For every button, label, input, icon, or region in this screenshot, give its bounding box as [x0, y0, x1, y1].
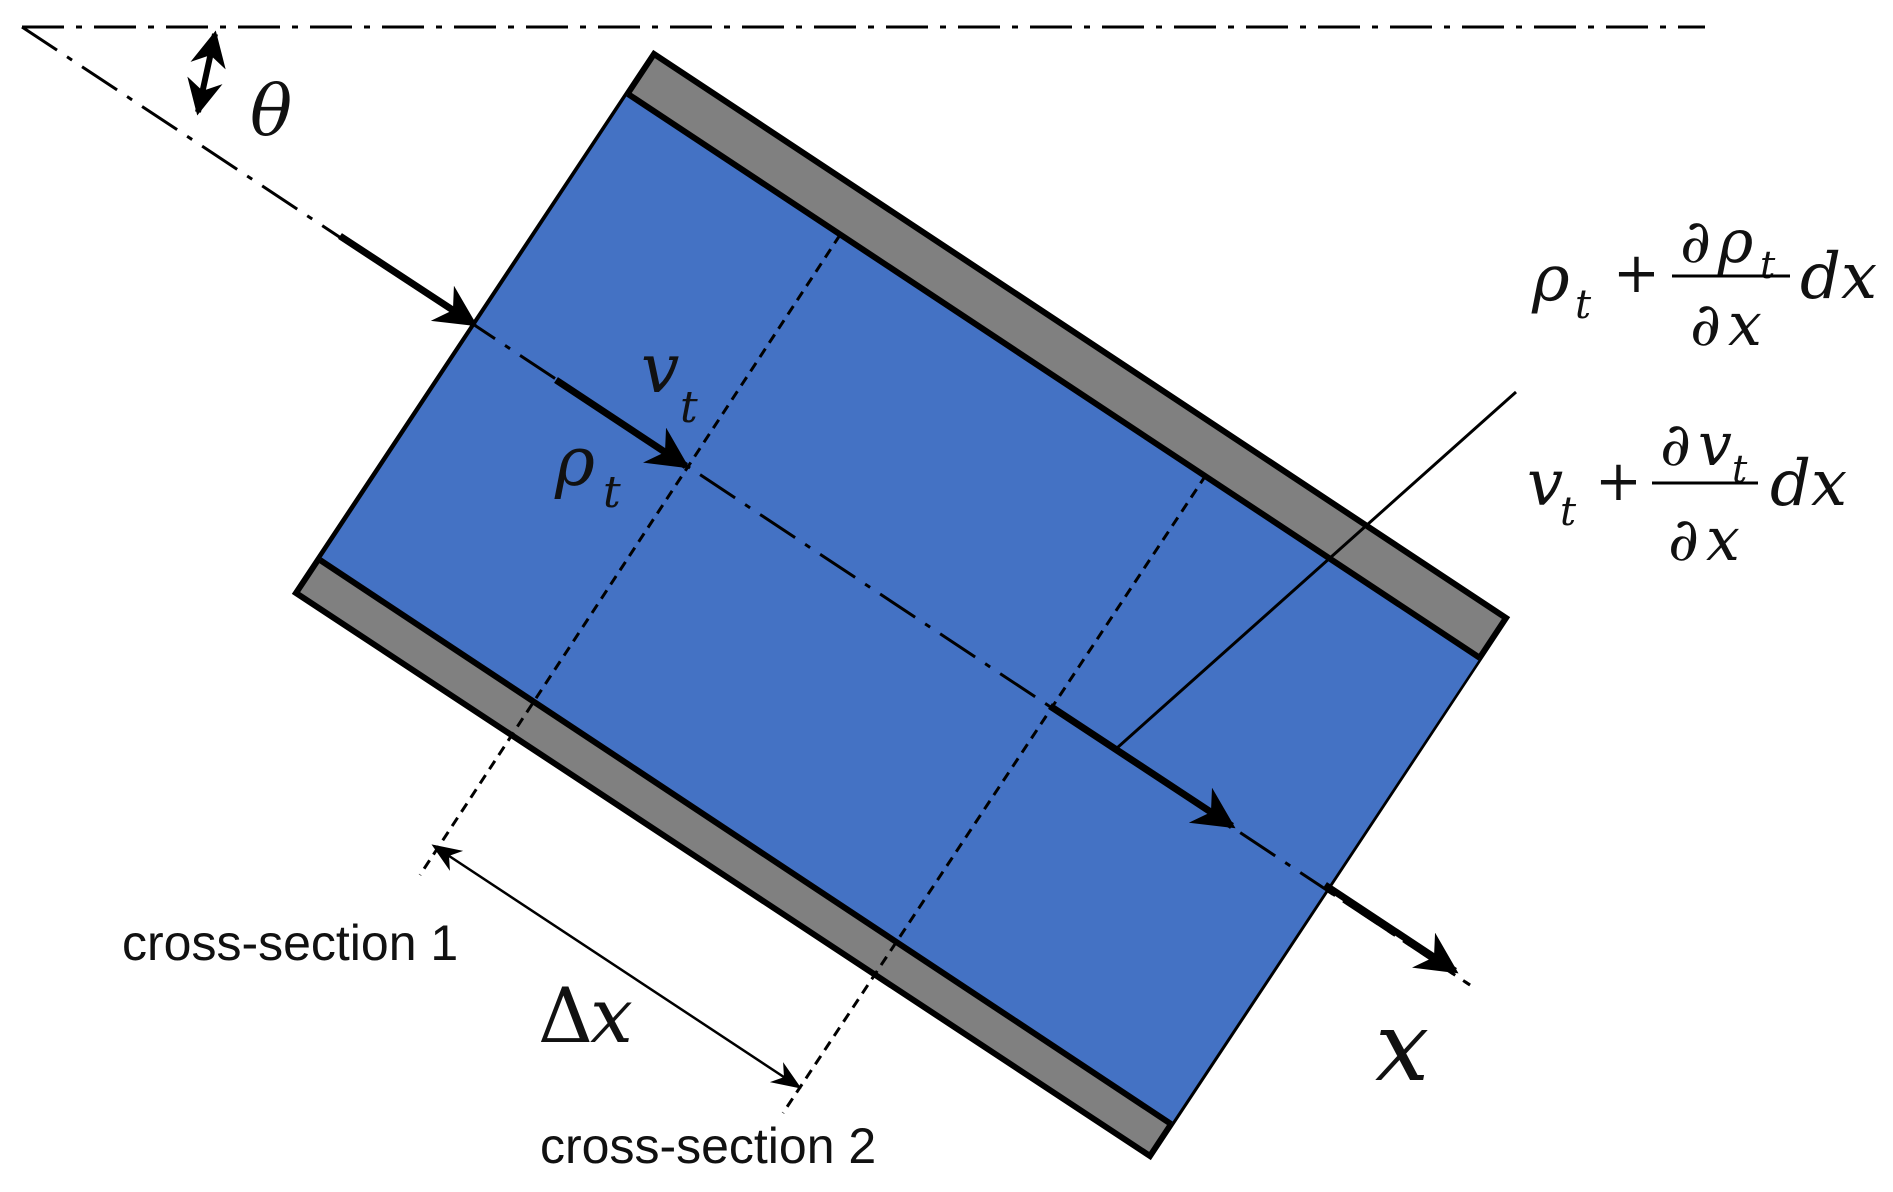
expr1-density: ρ [1531, 242, 1570, 316]
annotation-leader-line [1116, 390, 1517, 750]
expr1-num-subscript: t [1760, 243, 1776, 287]
cross-section-2-line [781, 474, 1208, 1114]
expr2-den-partial: ∂ [1668, 505, 1699, 575]
expr1-plus: + [1613, 241, 1660, 306]
inlet-density-label: ρ t [554, 423, 621, 518]
pipe-body [291, 49, 1511, 1161]
flow-arrow-icon [554, 377, 690, 469]
expr1-dx: dx [1800, 240, 1877, 314]
density-subscript: t [603, 467, 621, 518]
cross-section-2-label: cross-section 2 [540, 1118, 876, 1174]
expr1-den-x: x [1728, 290, 1762, 360]
cross-section-1-label: cross-section 1 [122, 915, 458, 971]
downstream-velocity-expression: v t + ∂ v t ∂ x dx [1527, 410, 1847, 575]
angle-symbol: θ [250, 70, 292, 152]
expr2-num-partial: ∂ [1660, 410, 1691, 480]
expr2-velocity: v [1527, 447, 1563, 521]
outflow-arrow-icon [1048, 703, 1236, 829]
inlet-velocity-label: v t [641, 330, 698, 433]
pipe-axis-line [339, 234, 1471, 987]
expr2-velocity-subscript: t [1560, 489, 1577, 535]
delta-symbol: Δ [538, 971, 593, 1060]
delta-x-label: Δ x [538, 971, 633, 1060]
velocity-symbol: v [641, 330, 679, 409]
density-symbol: ρ [554, 423, 595, 502]
expr2-num-subscript: t [1732, 447, 1748, 491]
downstream-density-expression: ρ t + ∂ ρ t ∂ x dx [1531, 207, 1877, 360]
cross-section-1-line [418, 234, 842, 876]
expr2-num-velocity: v [1698, 410, 1732, 480]
axis-label: x [1375, 991, 1429, 1103]
expr2-dx: dx [1770, 447, 1847, 521]
expr2-plus: + [1595, 449, 1642, 514]
dimension-arrow-icon [431, 844, 802, 1089]
delta-x-symbol: x [590, 971, 633, 1060]
velocity-subscript: t [680, 382, 698, 433]
axis-arrow-icon [1323, 882, 1459, 974]
angle-arc-arrow-icon [187, 30, 226, 116]
expr1-den-partial: ∂ [1690, 290, 1721, 360]
pipe-fluid-region [320, 94, 1480, 1124]
expr1-density-subscript: t [1575, 282, 1592, 328]
inflow-arrow-icon [338, 233, 478, 327]
pipe-wall-lower-inner [318, 557, 1173, 1127]
expr1-num-partial: ∂ [1680, 207, 1711, 277]
expr1-num-density: ρ [1717, 207, 1753, 277]
expr2-den-x: x [1706, 505, 1740, 575]
pipe-wall-upper-inner [626, 91, 1482, 661]
